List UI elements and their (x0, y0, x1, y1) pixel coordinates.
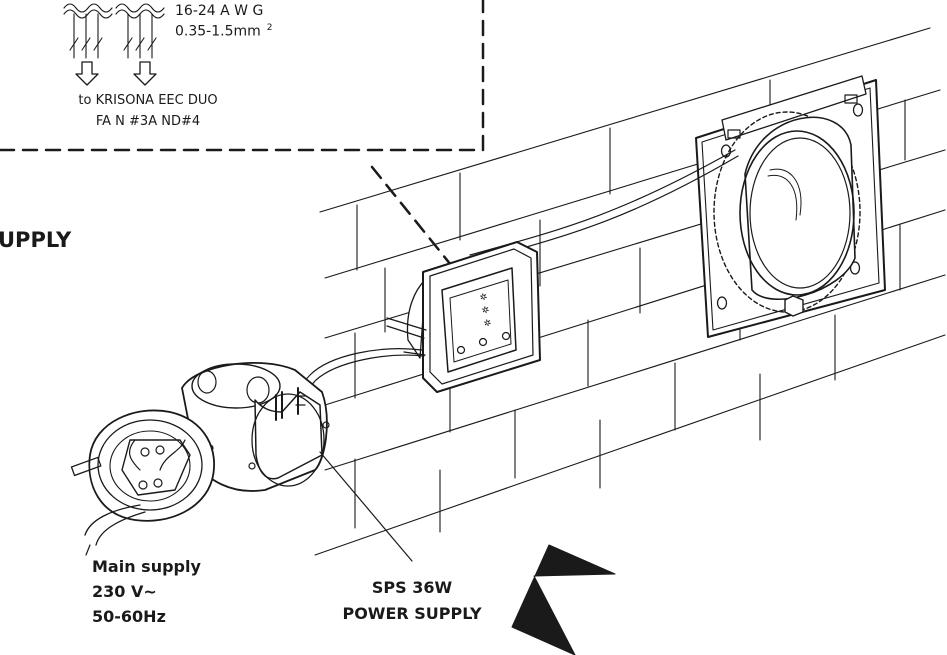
wire-section-label: 0.35-1.5mm 2 (175, 23, 273, 40)
main-supply-label: Main supply (92, 557, 201, 576)
callout-frame (0, 0, 485, 152)
fan-mount-plate (695, 75, 886, 338)
power-supply-box (181, 361, 330, 492)
wire-gauge-label: 16-24 A W G (175, 3, 264, 19)
mains-cable (95, 511, 146, 546)
main-supply-frequency: 50-60Hz (92, 607, 166, 626)
leader-line-sps (319, 451, 413, 562)
wire-section-value: 0.35-1.5mm (175, 23, 261, 40)
leader-line-main-supply (85, 544, 91, 556)
control-cable (469, 149, 736, 256)
destination-label: to KRISONA EEC DUO (78, 93, 218, 108)
wall-controller (386, 241, 541, 393)
destination-label-fan: FA N #3A ND#4 (95, 114, 201, 129)
arrow-down-icon (75, 61, 99, 86)
mains-terminal-box (70, 409, 215, 522)
wire-section-superscript: 2 (266, 23, 273, 33)
callout-leader (370, 165, 453, 267)
arrow-down-icon (133, 61, 157, 86)
power-supply-heading-cut: UPPLY (0, 228, 72, 252)
main-supply-voltage: 230 V~ (92, 582, 157, 601)
sps-power-supply-label: POWER SUPPLY (342, 604, 482, 623)
airflow-arrow-icon (511, 544, 616, 655)
sps-model-label: SPS 36W (371, 578, 453, 597)
mains-cable (84, 504, 141, 536)
wire-bundle-icon (63, 3, 165, 59)
